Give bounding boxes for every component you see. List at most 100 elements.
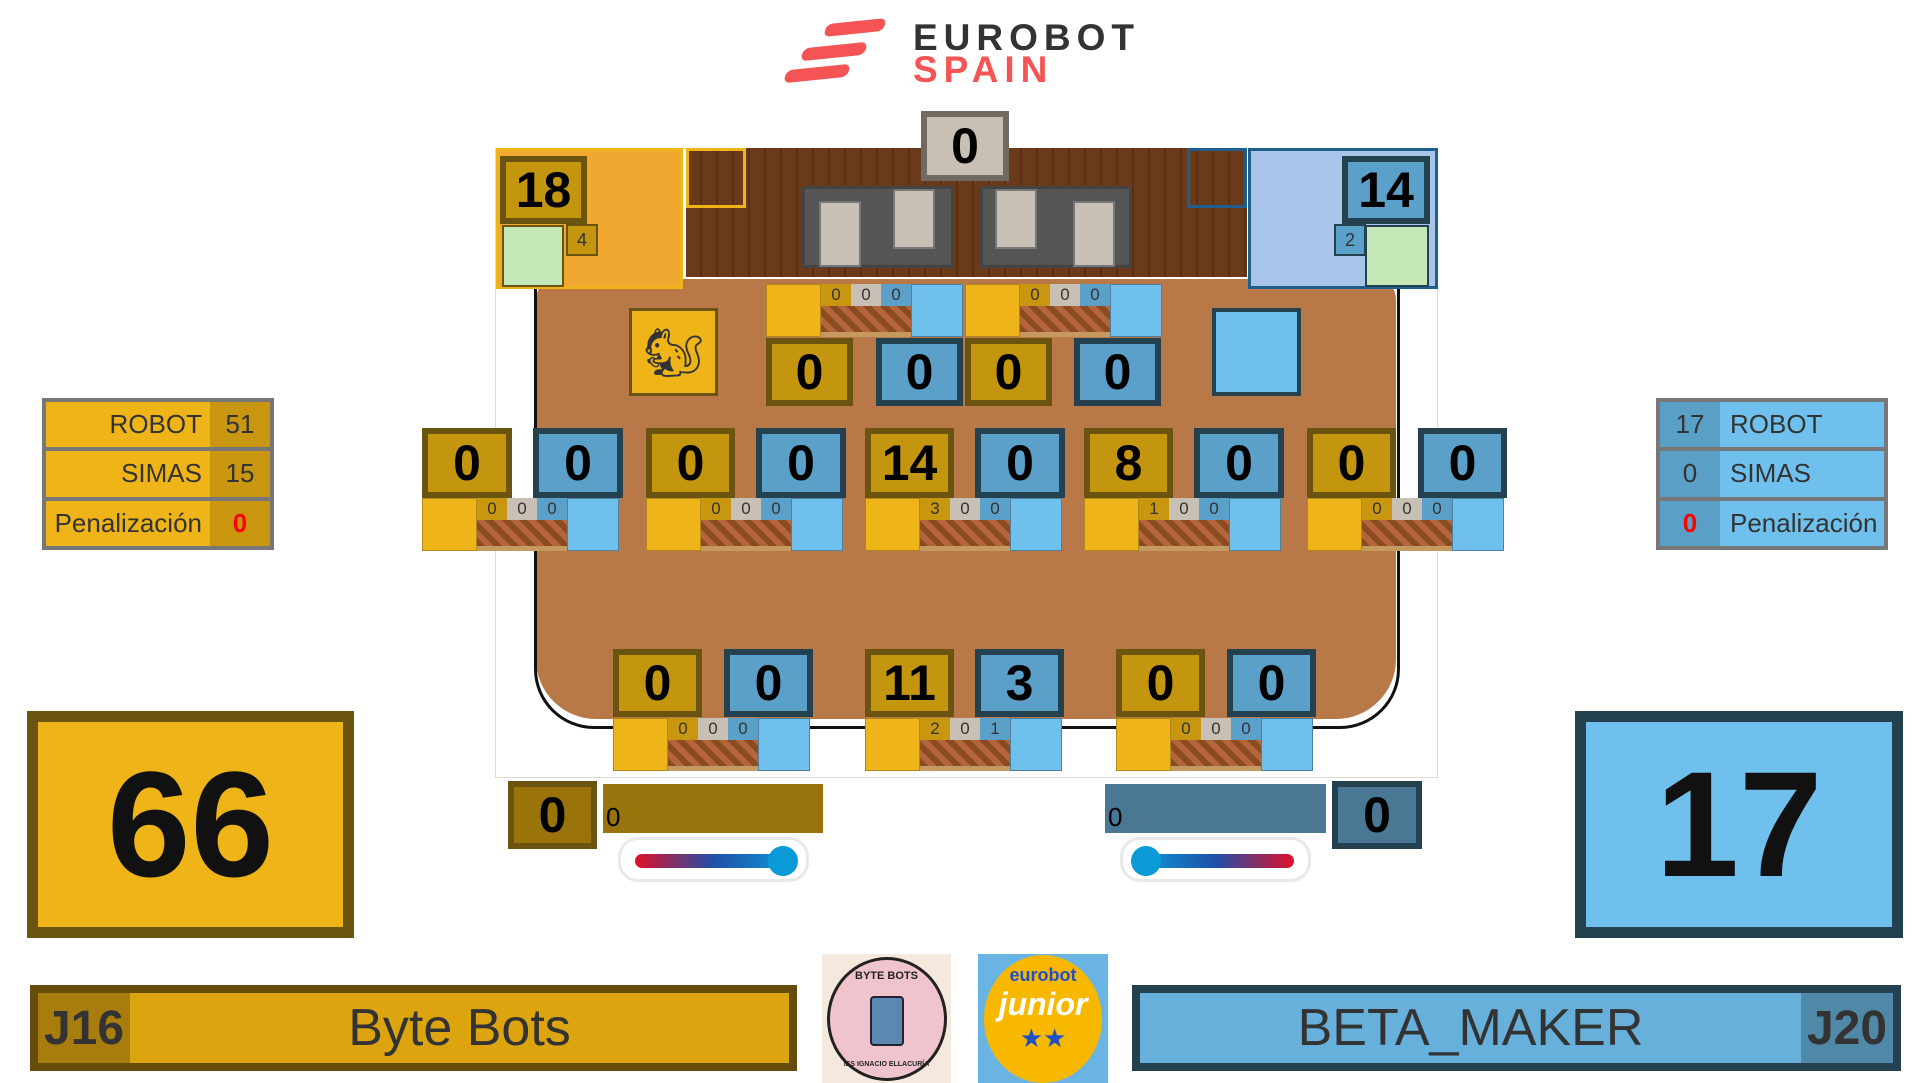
yellow-score-box: 0 [422,428,512,498]
stat-label: SIMAS [46,451,210,497]
stat-value: 17 [1660,402,1720,448]
robot-icon [869,996,904,1046]
blue-slot [1229,498,1281,551]
yellow-score-box: 0 [613,649,702,717]
stat-value: 0 [1660,500,1720,546]
yellow-slot [1116,718,1171,771]
stat-label: ROBOT [46,402,210,448]
crate-icon [1020,306,1110,337]
crate-count: 0 [701,498,731,520]
logo-text: eurobot [1009,964,1077,985]
crate-count: 0 [881,284,911,306]
blue-nest-score: 14 [1342,156,1430,224]
blue-slot [1110,284,1162,337]
yellow-temperature-bar: 0 [603,784,823,833]
blue-start-zone [1212,308,1301,396]
yellow-bonus-box: 0 [508,781,597,849]
blue-slot [1010,498,1062,551]
center-top-score: 0 [921,111,1009,181]
yellow-slot [865,498,920,551]
yellow-score-box: 14 [865,428,954,498]
eurobot-spain-logo: EUROBOT SPAIN [781,15,1151,90]
crate-count: 0 [1422,498,1452,520]
yellow-score-box: 0 [965,338,1052,406]
stat-value: 15 [210,451,270,497]
tribune-left [802,186,954,268]
logo-text: BYTE BOTS [855,969,918,982]
crate-count: 0 [1050,284,1080,306]
crate-icon [821,306,911,337]
crate-count: 0 [1169,498,1199,520]
logo-text-eurobot: EUROBOT [913,17,1140,58]
crate-count: 0 [477,498,507,520]
stat-label: Penalización [46,500,210,546]
blue-thermometer[interactable] [1120,837,1311,882]
thermometer-bulb-icon [768,846,798,876]
yellow-slot [965,284,1020,337]
yellow-thermometer[interactable] [618,837,809,882]
stat-value: 51 [210,402,270,448]
crate-count: 0 [980,498,1010,520]
crate-count: 0 [1171,718,1201,740]
team-name: Byte Bots [348,999,571,1057]
crate-count: 0 [851,284,881,306]
crate-count: 0 [1231,718,1261,740]
crate-icon [701,520,791,551]
crate-count: 1 [980,718,1010,740]
crate-count: 0 [821,284,851,306]
logo-text-spain: SPAIN [913,49,1054,90]
logo-text: junior [998,985,1088,1022]
eurobot-junior-logo: eurobot junior ★★ [978,954,1108,1083]
crate-count: 0 [1199,498,1229,520]
crate-count: 0 [537,498,567,520]
crate-icon [668,740,758,771]
crate-count: 2 [920,718,950,740]
blue-bonus-box: 0 [1332,781,1422,849]
crate-count: 0 [1020,284,1050,306]
stat-label: Penalización [1720,500,1884,546]
crate-count: 0 [1201,718,1231,740]
yellow-slot [422,498,477,551]
crate-icon [1139,520,1229,551]
blue-score-box: 0 [1418,428,1507,498]
blue-slot [791,498,843,551]
blue-slot [1261,718,1313,771]
blue-nest-count: 2 [1334,224,1366,256]
blue-score-box: 0 [1074,338,1161,406]
team-id: J16 [38,993,130,1063]
yellow-score-box: 11 [865,649,954,717]
stars-icon: ★★ [1019,1022,1067,1053]
crate-count: 0 [1080,284,1110,306]
yellow-score-box: 0 [1116,649,1205,717]
yellow-slot [646,498,701,551]
blue-score-box: 0 [756,428,846,498]
crate-icon [1362,520,1452,551]
blue-slot [567,498,619,551]
crate-count: 1 [1139,498,1169,520]
nest-icon [502,225,564,287]
nest-icon [1365,225,1429,287]
byte-bots-logo: BYTE BOTS IES IGNACIO ELLACURÍA [822,954,951,1083]
crate-count: 0 [950,498,980,520]
yellow-score-box: 0 [1307,428,1396,498]
